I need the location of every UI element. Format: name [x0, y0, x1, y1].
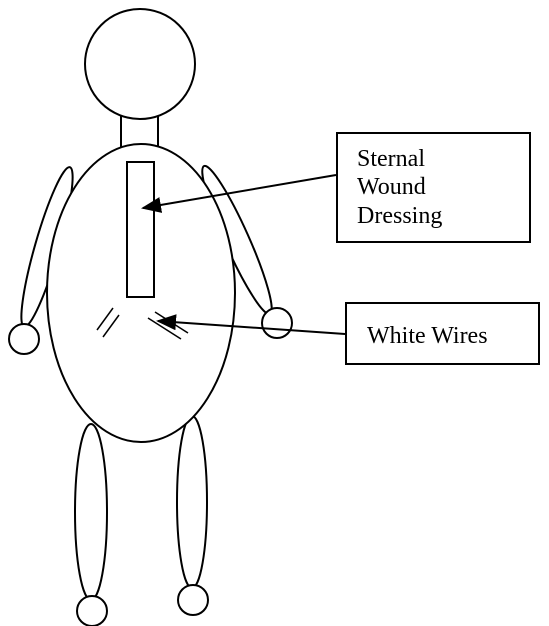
- sternal-label-line2: Wound: [357, 174, 426, 200]
- sternal-label-line3: Dressing: [357, 203, 442, 229]
- head: [85, 9, 195, 119]
- sternal-dressing: [127, 162, 154, 297]
- left-foot: [77, 596, 107, 626]
- white-wires-label: White Wires: [367, 323, 488, 349]
- left-leg: [75, 424, 107, 600]
- right-leg: [177, 416, 207, 588]
- right-hand: [262, 308, 292, 338]
- right-foot: [178, 585, 208, 615]
- sternal-label-line1: Sternal: [357, 146, 425, 172]
- left-hand: [9, 324, 39, 354]
